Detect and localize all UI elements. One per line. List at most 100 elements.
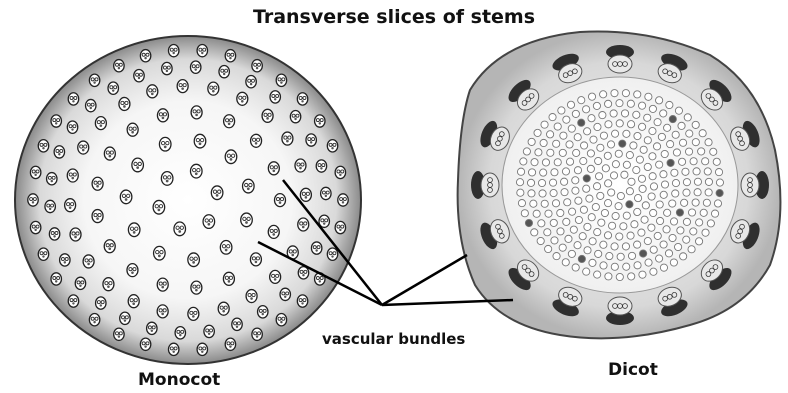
pith-cell: [644, 137, 651, 144]
vascular-bundle: [190, 61, 200, 73]
pith-cell: [634, 262, 641, 269]
pith-cell: [634, 194, 641, 201]
vascular-bundle: [270, 91, 280, 103]
pith-cell: [554, 159, 561, 166]
pith-cell: [574, 167, 581, 174]
vascular-bundle: [162, 62, 172, 74]
pith-cell: [589, 238, 596, 245]
vascular-bundle: [174, 222, 186, 236]
pith-cell: [645, 93, 652, 100]
pith-cell: [628, 252, 635, 259]
pith-cell: [704, 168, 711, 175]
pith-cell: [542, 159, 549, 166]
pith-cell: [540, 139, 547, 146]
pith-cell: [605, 121, 612, 128]
pith-cell: [594, 123, 601, 130]
pith-cell: [700, 209, 707, 216]
vascular-bundle: [211, 186, 223, 200]
pith-cell: [546, 131, 553, 138]
pith-cell: [616, 120, 623, 127]
pith-cell: [622, 243, 629, 250]
pith-cell: [552, 200, 559, 207]
pith-cell: [630, 142, 637, 149]
pith-cell: [678, 158, 685, 165]
vascular-bundle: [140, 50, 150, 62]
vascular-bundle: [177, 80, 188, 93]
pith-cell: [568, 125, 575, 132]
vascular-bundle: [300, 188, 311, 201]
pith-cell: [604, 152, 611, 159]
vascular-bundle: [157, 305, 168, 318]
pith-cell: [617, 253, 624, 260]
pith-cell: [559, 149, 566, 156]
pith-cell: [587, 165, 594, 172]
pith-cell: [705, 178, 712, 185]
vascular-bundle: [335, 166, 345, 178]
vascular-bundles-label: vascular bundles: [322, 330, 465, 348]
pith-cell: [631, 221, 638, 228]
pith-cell: [604, 232, 611, 239]
pith-cell: [590, 136, 597, 143]
pith-cell: [601, 209, 608, 216]
pith-cell: [573, 149, 580, 156]
pith-cell: [595, 157, 602, 164]
pith-cell: [568, 250, 575, 257]
pith-cell: [690, 228, 697, 235]
pith-cell: [602, 165, 609, 172]
vascular-bundle: [197, 44, 207, 56]
vascular-bundle: [220, 241, 232, 255]
pith-cell: [551, 237, 558, 244]
pith-cell: [669, 234, 676, 241]
vascular-bundle: [83, 255, 94, 268]
pith-cell: [714, 200, 721, 207]
vascular-bundle: [471, 171, 499, 199]
figure-title: Transverse slices of stems: [0, 6, 788, 28]
pith-cell: [584, 223, 591, 230]
pith-cell: [619, 140, 626, 147]
pith-cell: [611, 243, 618, 250]
vascular-bundle: [68, 295, 78, 307]
vascular-bundle: [86, 99, 96, 111]
pith-cell: [616, 100, 623, 107]
vascular-bundle: [243, 179, 255, 193]
pith-cell: [638, 123, 645, 130]
pith-cell: [715, 168, 722, 175]
pith-cell: [650, 246, 657, 253]
pith-cell: [664, 124, 671, 131]
vascular-bundle: [311, 242, 321, 254]
pith-cell: [702, 229, 709, 236]
pith-cell: [623, 130, 630, 137]
pith-cell: [600, 241, 607, 248]
vascular-bundle: [295, 159, 306, 172]
pith-cell: [663, 226, 670, 233]
dicot-label: Dicot: [608, 360, 658, 380]
pith-cell: [688, 209, 695, 216]
pith-cell: [628, 178, 635, 185]
vascular-bundle: [157, 109, 168, 122]
pith-cell: [549, 179, 556, 186]
pith-cell: [537, 237, 544, 244]
pith-cell: [638, 229, 645, 236]
pith-cell: [644, 114, 651, 121]
vascular-bundle: [127, 123, 138, 136]
pith-cell: [547, 149, 554, 156]
pith-cell: [598, 219, 605, 226]
pith-cell: [594, 228, 601, 235]
pith-cell: [634, 132, 641, 139]
vascular-bundle: [30, 221, 40, 233]
vascular-bundle: [262, 109, 273, 122]
pith-cell: [705, 189, 712, 196]
pith-cell: [670, 259, 677, 266]
pith-cell: [705, 139, 712, 146]
pith-cell: [554, 123, 561, 130]
pith-cell: [639, 185, 646, 192]
pith-cell: [623, 263, 630, 270]
pith-cell: [694, 178, 701, 185]
pith-cell: [693, 168, 700, 175]
vascular-bundle: [38, 140, 48, 152]
pith-cell: [676, 209, 683, 216]
pith-cell: [644, 163, 651, 170]
pith-cell: [541, 121, 548, 128]
vascular-bundle: [147, 85, 158, 98]
pith-cell: [549, 113, 556, 120]
